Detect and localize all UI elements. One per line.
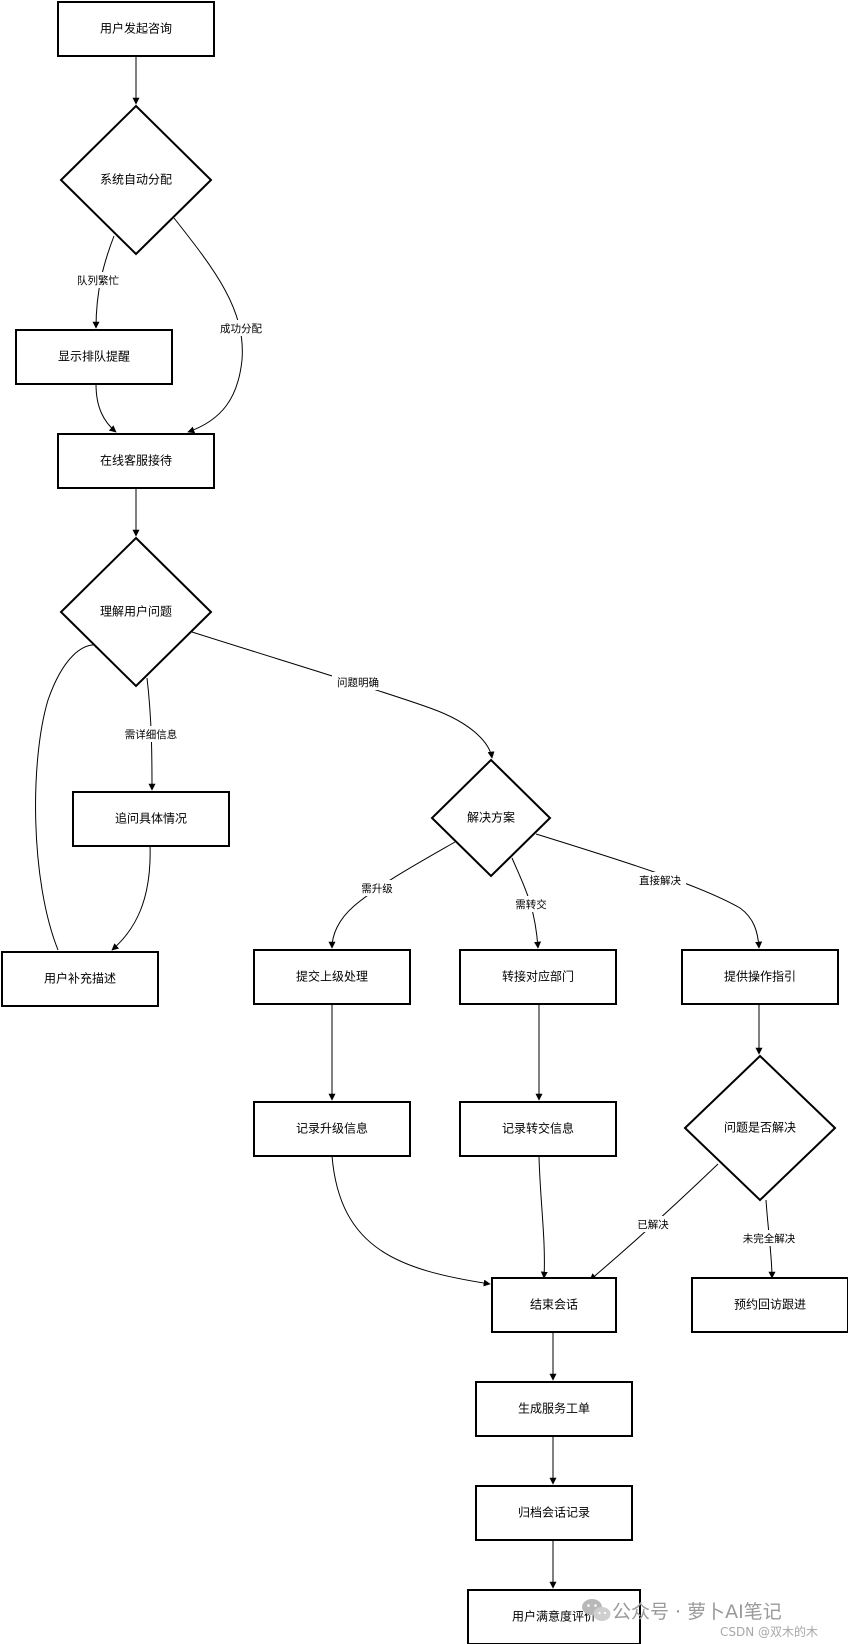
- svg-text:记录升级信息: 记录升级信息: [296, 1121, 368, 1136]
- watermark: 公众号 · 萝卜AI笔记 CSDN @双木的木: [582, 1599, 818, 1639]
- edge-understand-to-solution: [191, 631, 495, 759]
- edge-ask-to-supplement: [111, 843, 151, 951]
- svg-text:已解决: 已解决: [637, 1218, 669, 1231]
- node-record-escalate: 记录升级信息: [253, 1101, 411, 1157]
- node-online-agent: 在线客服接待: [57, 433, 215, 489]
- svg-text:系统自动分配: 系统自动分配: [100, 173, 172, 187]
- svg-text:用户补充描述: 用户补充描述: [44, 971, 116, 986]
- edge-record-escalate-to-end: [331, 1155, 491, 1287]
- node-end-session: 结束会话: [491, 1277, 617, 1333]
- edge-label-problem-clear: 问题明确: [332, 674, 384, 690]
- svg-text:显示排队提醒: 显示排队提醒: [58, 349, 130, 364]
- node-user-supplement: 用户补充描述: [1, 951, 159, 1007]
- edge-label-need-transfer: 需转交: [510, 896, 552, 912]
- edge-labels: 队列繁忙 成功分配 需详细信息 问题明确 需升级 需转交 直接解决 已解决: [72, 272, 800, 1246]
- node-queue-notice: 显示排队提醒: [15, 329, 173, 385]
- svg-text:理解用户问题: 理解用户问题: [100, 604, 172, 619]
- svg-text:用户满意度评价: 用户满意度评价: [512, 1609, 596, 1624]
- svg-text:在线客服接待: 在线客服接待: [100, 453, 172, 468]
- svg-text:成功分配: 成功分配: [220, 323, 262, 335]
- svg-text:问题明确: 问题明确: [337, 676, 379, 689]
- svg-text:提供操作指引: 提供操作指引: [724, 969, 796, 984]
- wechat-icon: [582, 1599, 611, 1621]
- node-escalate: 提交上级处理: [253, 949, 411, 1005]
- edge-solution-to-guide: [535, 833, 763, 949]
- node-followup: 预约回访跟进: [691, 1277, 848, 1333]
- node-resolved-decision: 问题是否解决: [683, 1054, 837, 1202]
- node-record-transfer: 记录转交信息: [459, 1101, 617, 1157]
- svg-text:队列繁忙: 队列繁忙: [77, 274, 119, 287]
- svg-text:预约回访跟进: 预约回访跟进: [734, 1297, 806, 1312]
- node-start: 用户发起咨询: [57, 1, 215, 57]
- svg-text:记录转交信息: 记录转交信息: [502, 1121, 574, 1136]
- svg-text:转接对应部门: 转接对应部门: [502, 969, 574, 984]
- edge-queue-to-agent: [95, 383, 117, 433]
- node-archive: 归档会话记录: [475, 1485, 633, 1541]
- node-guide: 提供操作指引: [681, 949, 839, 1005]
- svg-text:归档会话记录: 归档会话记录: [518, 1506, 590, 1520]
- edge-label-queue-busy: 队列繁忙: [72, 272, 124, 288]
- svg-text:直接解决: 直接解决: [639, 874, 681, 887]
- edge-supplement-to-understand: [35, 640, 103, 951]
- edge-label-need-details: 需详细信息: [120, 726, 182, 742]
- node-ask-details: 追问具体情况: [72, 791, 230, 847]
- svg-text:提交上级处理: 提交上级处理: [296, 969, 368, 984]
- svg-text:未完全解决: 未完全解决: [743, 1232, 796, 1245]
- edge-record-transfer-to-end: [538, 1155, 548, 1279]
- svg-text:需升级: 需升级: [361, 883, 393, 895]
- node-solution-decision: 解决方案: [430, 758, 552, 878]
- edge-solution-to-escalate: [328, 841, 456, 949]
- node-transfer: 转接对应部门: [459, 949, 617, 1005]
- svg-text:追问具体情况: 追问具体情况: [115, 811, 187, 826]
- node-auto-assign-decision: 系统自动分配: [59, 104, 213, 256]
- edge-label-not-fully-solved: 未完全解决: [738, 1230, 800, 1246]
- node-ticket: 生成服务工单: [475, 1381, 633, 1437]
- svg-text:需转交: 需转交: [515, 898, 547, 911]
- svg-text:需详细信息: 需详细信息: [125, 728, 178, 741]
- svg-text:用户发起咨询: 用户发起咨询: [100, 21, 172, 36]
- svg-text:生成服务工单: 生成服务工单: [518, 1401, 590, 1416]
- edge-label-need-escalate: 需升级: [356, 880, 398, 896]
- node-rating: 用户满意度评价: [467, 1589, 641, 1644]
- edge-assign-to-agent: [173, 217, 243, 434]
- edge-label-solved: 已解决: [632, 1216, 674, 1232]
- edge-label-direct-solve: 直接解决: [634, 872, 686, 888]
- svg-text:问题是否解决: 问题是否解决: [724, 1121, 796, 1135]
- svg-text:解决方案: 解决方案: [467, 810, 515, 825]
- watermark-text: 公众号 · 萝卜AI笔记: [612, 1601, 782, 1623]
- node-understand-decision: 理解用户问题: [59, 536, 213, 688]
- watermark-subtext: CSDN @双木的木: [720, 1624, 818, 1639]
- svg-text:结束会话: 结束会话: [530, 1298, 578, 1312]
- edge-label-assign-success: 成功分配: [216, 320, 266, 336]
